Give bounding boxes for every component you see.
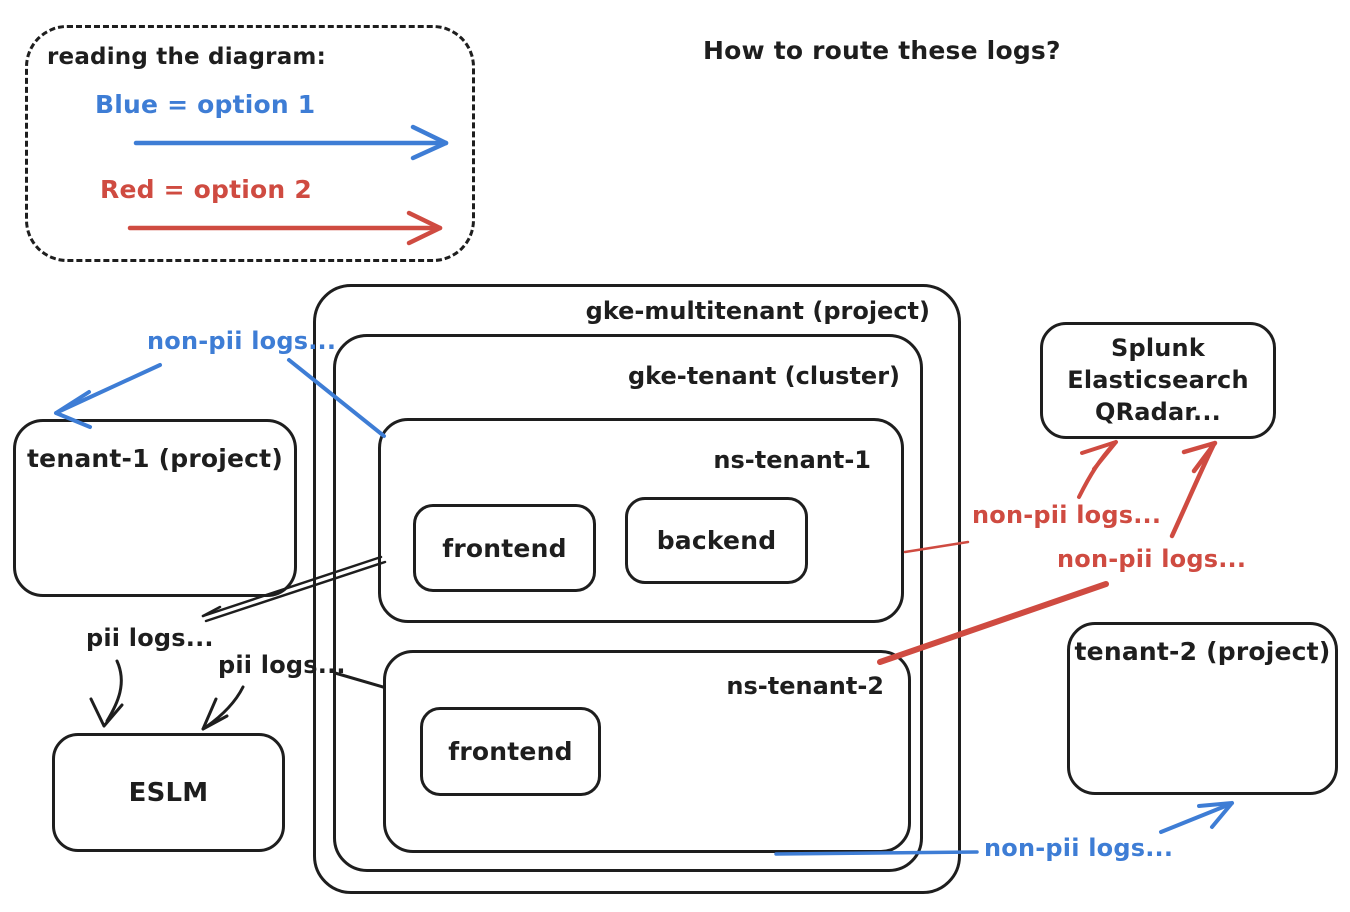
page-title: How to route these logs? <box>703 36 1061 65</box>
siem-line-2: Elasticsearch <box>1067 366 1249 394</box>
edge-label-non-pii-from-ns1: non-pii logs... <box>972 501 1162 529</box>
legend-title: reading the diagram: <box>47 44 326 70</box>
backend-1-box: backend <box>625 497 808 584</box>
pii-arrow-to-eslm-1-head <box>89 697 124 728</box>
blue-arrow-to-tenant-1-shaft <box>58 363 162 413</box>
pii-arrow-to-eslm-2-shaft <box>204 685 245 729</box>
ns-tenant-1-label: ns-tenant-1 <box>713 446 871 474</box>
red-arrow-to-siem-2-head <box>1181 440 1218 474</box>
blue-arrow-to-tenant-2 <box>1159 801 1234 834</box>
siem-box: Splunk Elasticsearch QRadar... <box>1040 322 1276 439</box>
edge-label-pii-from-ns1: pii logs... <box>86 624 214 652</box>
siem-line-1: Splunk <box>1110 334 1206 362</box>
tenant-2-box: tenant-2 (project) <box>1067 622 1338 795</box>
gke-multitenant-label: gke-multitenant (project) <box>585 297 930 325</box>
red-arrow-to-siem-1 <box>1077 440 1118 499</box>
red-arrow-to-siem-1-head <box>1080 440 1118 471</box>
edge-label-non-pii-to-tenant1: non-pii logs... <box>147 327 337 355</box>
tenant-2-label: tenant-2 (project) <box>1074 637 1331 666</box>
edge-label-non-pii-to-tenant2: non-pii logs... <box>984 834 1174 862</box>
legend-blue-entry: Blue = option 1 <box>95 90 316 119</box>
siem-line-3: QRadar... <box>1094 398 1222 426</box>
pii-arrow-to-eslm-1 <box>89 659 124 728</box>
blue-arrow-to-tenant-2-shaft <box>1159 803 1230 834</box>
tenant-1-box: tenant-1 (project) <box>13 419 297 597</box>
pii-arrow-to-eslm-2-head <box>201 697 229 731</box>
ns-tenant-2-box: ns-tenant-2 <box>383 650 911 853</box>
blue-arrow-to-tenant-2-head <box>1197 801 1234 829</box>
red-arrow-to-siem-2 <box>1169 440 1218 539</box>
red-arrow-to-siem-1-shaft <box>1077 442 1116 499</box>
pii-line-from-ns-tenant-1-hook <box>201 605 222 618</box>
edge-label-non-pii-from-ns2: non-pii logs... <box>1057 545 1247 573</box>
eslm-box: ESLM <box>52 733 285 852</box>
frontend-1-box: frontend <box>413 504 596 592</box>
backend-1-label: backend <box>656 526 777 555</box>
ns-tenant-2-label: ns-tenant-2 <box>726 672 884 700</box>
frontend-2-label: frontend <box>448 737 573 766</box>
pii-arrow-to-eslm-1-shaft <box>105 659 123 723</box>
tenant-1-label: tenant-1 (project) <box>27 444 283 473</box>
gke-tenant-label: gke-tenant (cluster) <box>627 362 900 390</box>
legend-red-entry: Red = option 2 <box>100 175 312 204</box>
frontend-1-label: frontend <box>442 533 567 563</box>
red-arrow-to-siem-2-shaft <box>1169 443 1216 539</box>
edge-label-pii-from-ns2: pii logs... <box>218 651 346 679</box>
eslm-label: ESLM <box>128 777 209 808</box>
frontend-2-box: frontend <box>420 707 601 796</box>
pii-arrow-to-eslm-2 <box>201 685 245 731</box>
legend-box <box>25 25 475 262</box>
blue-arrow-to-tenant-1 <box>54 363 162 429</box>
ns-tenant-1-box: ns-tenant-1 <box>378 418 904 623</box>
